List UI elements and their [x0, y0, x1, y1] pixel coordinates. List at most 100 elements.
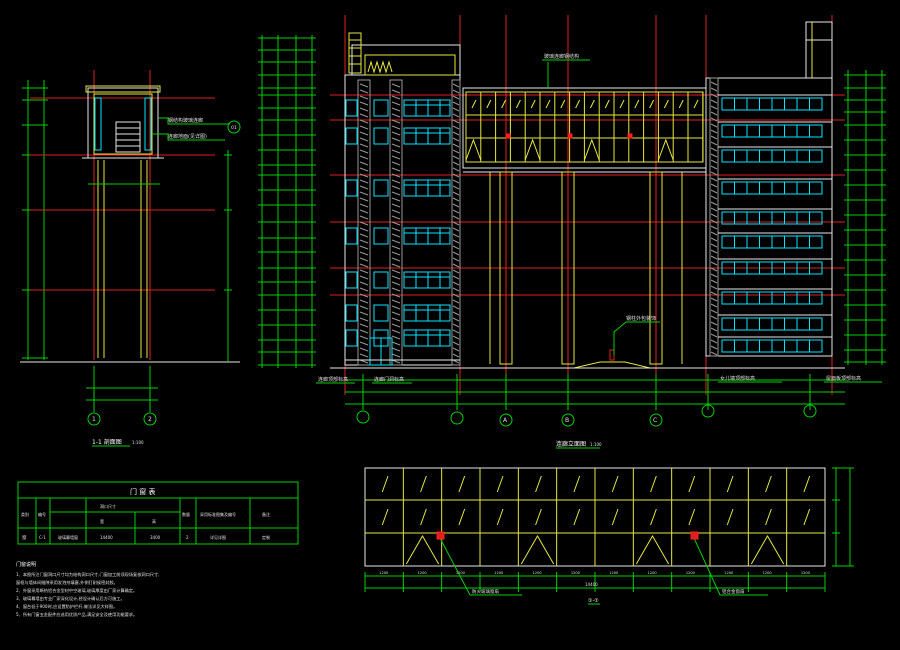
- elev-axis-c: C: [653, 417, 657, 424]
- elev-dim-bottom: [345, 374, 845, 410]
- elev-label-right-2: 屋面板顶部标高: [826, 375, 861, 382]
- lb-window: [403, 329, 451, 347]
- schedule-cell-qty: 2: [186, 535, 189, 540]
- lb-window: [373, 227, 389, 245]
- detail-total: 14400: [585, 582, 598, 587]
- detail-title: ①-①: [588, 598, 599, 604]
- corridor-vent: [657, 138, 674, 161]
- cw-dim-label: 1200: [456, 571, 466, 575]
- notes-line-6: 5、所有门窗五金配件应选用优质产品,满足安全及使用功能要求。: [16, 611, 137, 618]
- lb-window: [403, 179, 451, 197]
- window-schedule: [17, 481, 299, 545]
- section-axis-2: 2: [148, 416, 152, 423]
- axis-bubble-2: [143, 412, 157, 426]
- section-note-2: 连廊地面(见详图): [168, 133, 207, 140]
- curtain-wall-detail: [364, 467, 854, 605]
- right-building: [705, 21, 833, 357]
- lb-window: [345, 99, 358, 117]
- notes-line-2: 窗框与墙体间缝隙采用发泡剂填塞,外侧打耐候密封胶。: [16, 579, 118, 586]
- cw-dim-label: 1200: [686, 571, 696, 575]
- corridor-vent: [465, 138, 482, 161]
- notes-line-3: 2、外窗采用断热铝合金型材中空玻璃,玻璃厚度由厂家计算确定。: [16, 587, 137, 594]
- schedule-text: 门 窗 表 类别 编号 洞口尺寸 宽 高 数量 采用标准图集及编号 备注 窗 C…: [21, 487, 270, 541]
- cw-dim-label: 1200: [533, 571, 543, 575]
- lb-window: [373, 304, 389, 322]
- section-note-1: 钢结构玻璃连廊: [168, 117, 203, 124]
- elev-label-left-2: 连廊门洞标高: [374, 376, 404, 383]
- lb-window: [403, 99, 451, 117]
- lb-window: [373, 99, 389, 117]
- cw-dim-label: 1200: [418, 571, 428, 575]
- cw-vent: [520, 535, 555, 565]
- door-window-notes: 门窗说明 1、本图所注门窗洞口尺寸均为结构洞口尺寸,门窗加工前须现场复核洞口尺寸…: [16, 561, 160, 618]
- notes-line-1: 1、本图所注门窗洞口尺寸均为结构洞口尺寸,门窗加工前须现场复核洞口尺寸,: [16, 571, 160, 578]
- section-scale: 1:100: [132, 440, 144, 445]
- section-dim-bottom: [86, 183, 160, 412]
- schedule-h-qty: 数量: [182, 511, 190, 517]
- cw-dim-label: 1200: [763, 571, 773, 575]
- schedule-cell-std: 详见详图: [210, 534, 226, 540]
- elev-dim-left: [261, 35, 313, 368]
- elevation-labels: 玻璃连廊钢结构 钢柱外包装饰 连廊顶部标高 连廊门洞标高 女儿墙顶部标高 屋面板…: [318, 53, 861, 448]
- lb-window: [403, 127, 451, 145]
- cw-vent: [405, 535, 440, 565]
- detail-callout-circle: [227, 120, 241, 134]
- schedule-h-h: 高: [152, 518, 156, 524]
- schedule-h-remark: 备注: [262, 511, 270, 517]
- corridor-vent: [583, 138, 600, 161]
- schedule-h-code: 编号: [38, 511, 46, 517]
- schedule-cell-code: C-1: [39, 535, 46, 540]
- cw-dim-label: 1200: [379, 571, 389, 575]
- lb-window: [345, 271, 358, 289]
- lb-window: [403, 304, 451, 322]
- lb-window: [345, 227, 358, 245]
- detail-highlights: [436, 531, 699, 540]
- schedule-cell-type: 窗: [22, 534, 27, 541]
- detail-note-left: 防火玻璃窗扇: [472, 588, 499, 595]
- lb-window: [345, 179, 358, 197]
- cw-dim-label: 1200: [494, 571, 504, 575]
- schedule-h-size: 洞口尺寸: [100, 503, 116, 509]
- schedule-h-std: 采用标准图集及编号: [200, 511, 236, 517]
- elev-axis-b: B: [565, 417, 569, 424]
- lb-window: [373, 179, 389, 197]
- schedule-cell-w: 14400: [100, 535, 113, 540]
- cw-dim-label: 1200: [801, 571, 811, 575]
- elev-label-right-1: 女儿墙顶部标高: [720, 375, 755, 382]
- elev-axis-bubbles: [356, 404, 817, 427]
- notes-line-5: 4、窗台低于900时,应设置防护栏杆,做法详见大样图。: [16, 603, 117, 610]
- section-floor-lines: [30, 97, 215, 291]
- lb-window: [403, 227, 451, 245]
- cw-vent: [750, 535, 785, 565]
- section-title: 1-1 剖面图: [92, 438, 122, 446]
- section-1-1: [20, 70, 241, 447]
- corridor-vent: [524, 138, 541, 161]
- elevation: [258, 15, 886, 449]
- elevation-title: 连廊立面图: [556, 440, 586, 448]
- axis-bubble-1: [87, 412, 101, 426]
- lb-window: [345, 304, 358, 322]
- cw-dim-label: 1200: [648, 571, 658, 575]
- section-dim-left: [22, 80, 48, 360]
- elev-axis-a: A: [503, 417, 508, 424]
- glass-corridor: [462, 87, 707, 369]
- schedule-cell-desc: 玻璃幕墙窗: [58, 534, 78, 540]
- elevation-scale: 1:100: [590, 442, 602, 447]
- cw-dim-label: 1200: [609, 571, 619, 575]
- schedule-h-w: 宽: [100, 518, 104, 524]
- left-building: [344, 32, 461, 366]
- elev-note-corridor: 玻璃连廊钢结构: [544, 53, 579, 60]
- section-corridor: [82, 85, 164, 159]
- notes-line-4: 3、玻璃幕墙由专业厂家深化设计,经设计确认后方可施工。: [16, 595, 125, 602]
- lb-window: [403, 271, 451, 289]
- detail-note-right: 铝合金窗扇: [722, 588, 745, 595]
- schedule-h-type: 类别: [21, 511, 29, 517]
- cw-dim-label: 1200: [571, 571, 581, 575]
- section-grid: [93, 70, 151, 360]
- cw-dim-label: 1200: [724, 571, 734, 575]
- elev-note-column: 钢柱外包装饰: [626, 315, 656, 322]
- elev-dim-ticks: [258, 37, 316, 366]
- schedule-cell-remark: 定制: [262, 534, 270, 540]
- elev-grid-vertical: [344, 15, 833, 395]
